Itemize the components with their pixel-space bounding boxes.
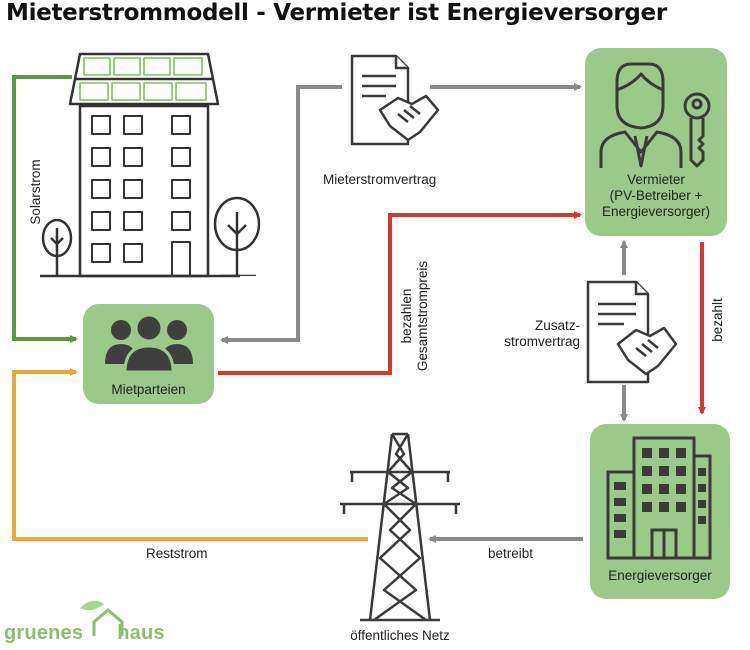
- vermieter-label-line2: (PV-Betreiber +: [609, 188, 703, 203]
- bezahlen-arrow: [218, 211, 582, 375]
- zusatz-label-line1: Zusatz-: [534, 318, 580, 333]
- betreibt-label: betreibt: [488, 546, 534, 561]
- logo: gruenes haus: [4, 622, 165, 645]
- mieterstromvertrag-label: Mieterstromvertrag: [323, 172, 437, 187]
- page-title: Mieterstrommodell - Vermieter ist Energi…: [6, 0, 667, 26]
- power-pylon-icon: [340, 432, 460, 622]
- contract-handshake-icon: [350, 54, 440, 146]
- vermieter-label-line3: Energieversorger): [601, 204, 711, 219]
- bezahlen-label-line1: bezahlen: [399, 288, 414, 344]
- solarstrom-arrow: [12, 75, 78, 343]
- logo-part2: haus: [117, 622, 165, 644]
- mietparteien-node: Mietparteien: [83, 304, 214, 404]
- apartment-building-icon: [40, 52, 240, 278]
- solarstrom-label: Solarstrom: [28, 159, 43, 225]
- reststrom-arrow: [12, 368, 368, 541]
- people-group-icon: [105, 313, 193, 374]
- logo-part1: gruenes: [4, 622, 84, 644]
- tree-icon: [213, 196, 261, 276]
- mietparteien-label: Mietparteien: [111, 382, 186, 397]
- mieterstromvertrag-arrow-to-mieter: [220, 85, 342, 344]
- office-building-icon: [606, 436, 712, 560]
- netz-label: öffentliches Netz: [350, 628, 450, 643]
- energieversorger-node: Energieversorger: [590, 424, 730, 599]
- bezahlt-label: bezahlt: [710, 298, 725, 342]
- landlord-with-key-icon: [599, 62, 711, 168]
- vermieter-node: Vermieter (PV-Betreiber + Energieversorg…: [585, 48, 727, 236]
- gruenes-haus-logo-icon: [80, 600, 124, 636]
- bezahlen-label: bezahlen Gesamtstrompreis: [399, 251, 431, 381]
- reststrom-label: Reststrom: [146, 546, 208, 561]
- vermieter-label-line1: Vermieter: [627, 172, 685, 187]
- energieversorger-label: Energieversorger: [608, 568, 712, 583]
- zusatz-label-line2: stromvertrag: [504, 334, 580, 349]
- bezahlen-label-line2: Gesamtstrompreis: [415, 260, 430, 372]
- zusatz-contract-handshake-icon: [586, 280, 678, 384]
